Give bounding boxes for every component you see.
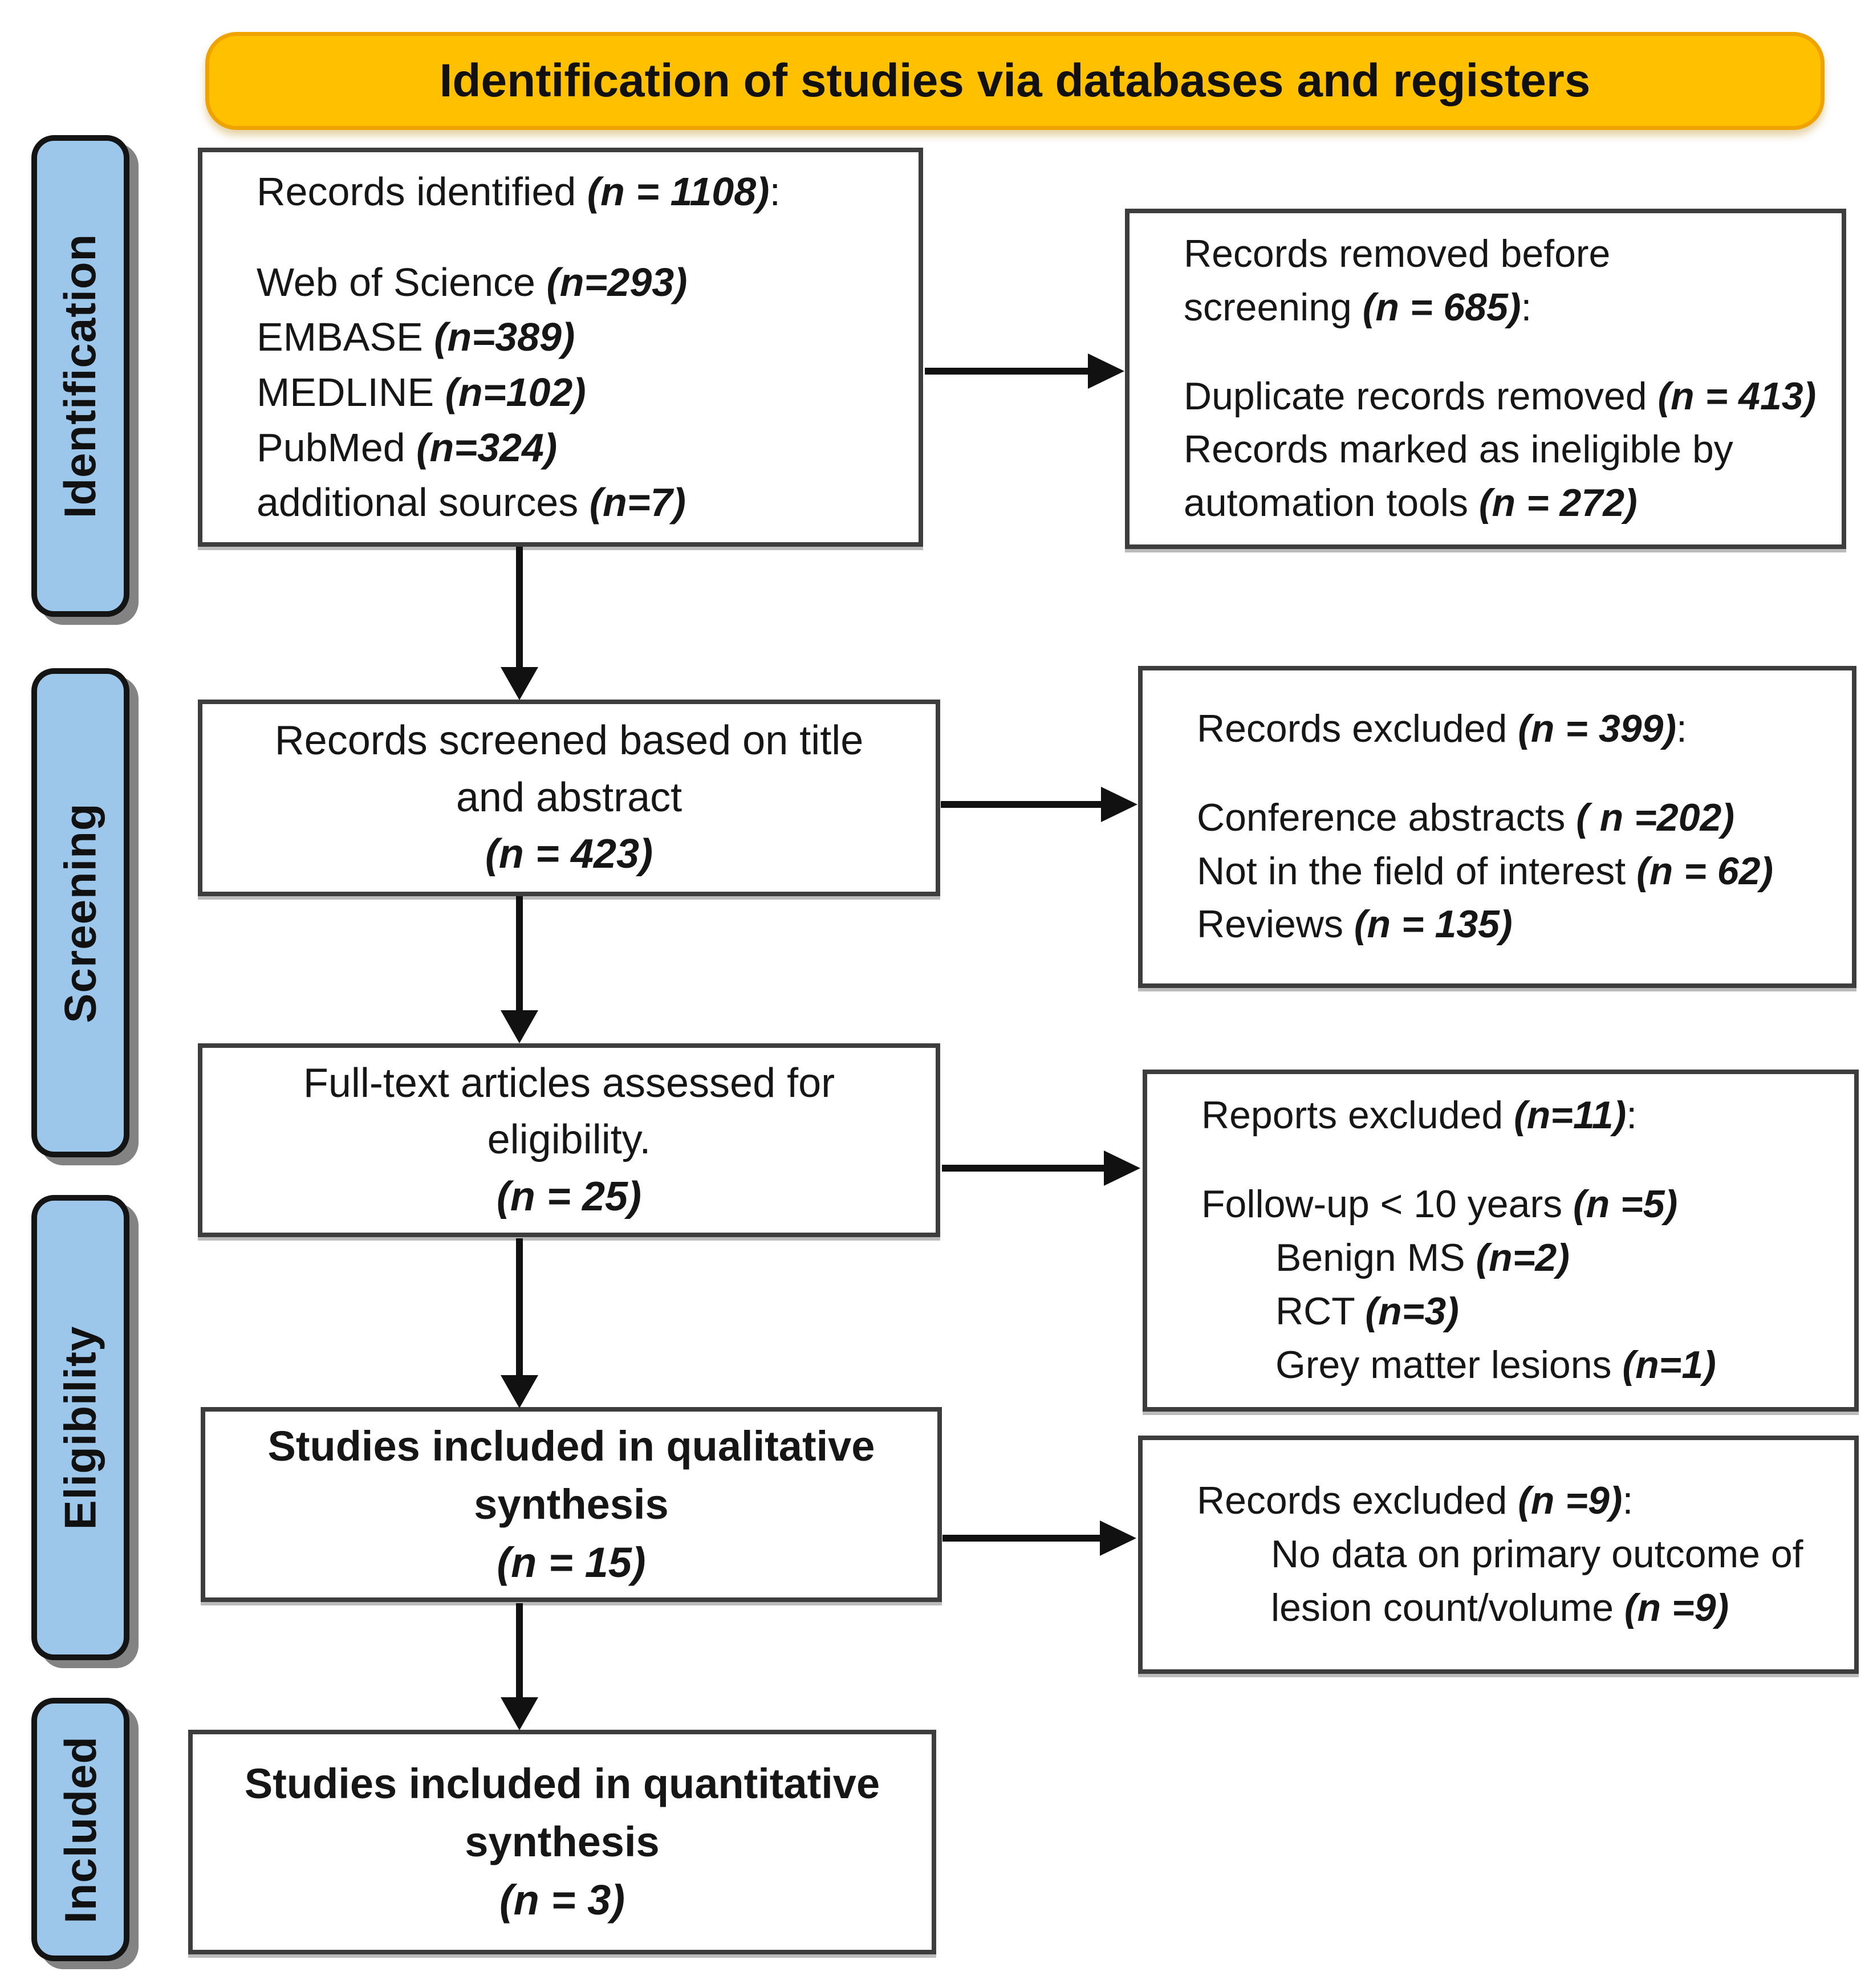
box-records-excluded-primary: Records excluded (n =9):No data on prima… <box>1138 1436 1859 1674</box>
arrow-identified-to-screened-shaft <box>516 547 523 668</box>
stage-label-identification-text: Identification <box>55 233 105 519</box>
box-records-identified: Records identified (n = 1108):Web of Sci… <box>198 148 923 547</box>
diagram-title: Identification of studies via databases … <box>439 55 1591 107</box>
arrow-screened-to-fulltext-head <box>501 1010 538 1043</box>
box-records-excluded: Records excluded (n = 399):Conference ab… <box>1138 666 1856 988</box>
arrow-qualitative-to-quantitative-shaft <box>516 1603 523 1698</box>
arrow-identified-to-removed-head <box>1088 353 1124 389</box>
arrow-qualitative-to-excluded-primary-shaft <box>942 1535 1102 1542</box>
stage-label-screening: Screening <box>31 668 129 1157</box>
stage-label-screening-text: Screening <box>55 802 105 1023</box>
box-reports-excluded: Reports excluded (n=11):Follow-up < 10 y… <box>1143 1070 1859 1412</box>
stage-label-included-text: Included <box>55 1735 105 1924</box>
arrow-qualitative-to-quantitative-head <box>501 1697 538 1730</box>
diagram-title-banner: Identification of studies via databases … <box>205 32 1825 130</box>
stage-label-included: Included <box>31 1698 129 1961</box>
arrow-qualitative-to-excluded-primary-head <box>1100 1521 1136 1556</box>
stage-label-eligibility: Eligibility <box>31 1195 129 1660</box>
arrow-identified-to-screened-head <box>501 667 538 700</box>
arrow-screened-to-excluded-head <box>1101 787 1137 822</box>
arrow-fulltext-to-qualitative-shaft <box>516 1238 523 1376</box>
arrow-fulltext-to-reports-excluded-head <box>1104 1150 1140 1186</box>
stage-label-eligibility-text: Eligibility <box>55 1326 105 1530</box>
stage-label-identification: Identification <box>31 135 129 617</box>
arrow-screened-to-excluded-shaft <box>941 801 1103 808</box>
arrow-identified-to-removed-shaft <box>925 368 1090 375</box>
arrow-fulltext-to-reports-excluded-shaft <box>942 1165 1106 1172</box>
arrow-fulltext-to-qualitative-head <box>501 1375 538 1408</box>
arrow-screened-to-fulltext-shaft <box>516 896 523 1011</box>
